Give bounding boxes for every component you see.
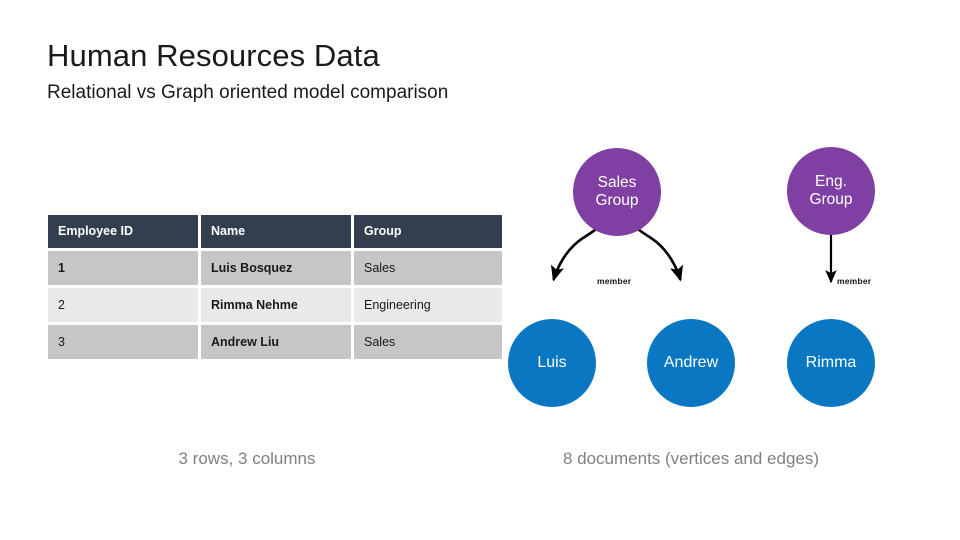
vertex-sales-group[interactable] <box>573 148 661 236</box>
cell-employee-id: 1 <box>48 251 198 285</box>
edge-label-member-eng: member <box>837 276 872 286</box>
cell-name: Luis Bosquez <box>201 251 351 285</box>
vertex-andrew[interactable] <box>647 319 735 407</box>
cell-group: Engineering <box>354 288 502 322</box>
caption-relational: 3 rows, 3 columns <box>178 449 316 468</box>
employee-table: Employee ID Name Group 1 Luis Bosquez Sa… <box>45 212 505 362</box>
vertex-eng-group[interactable] <box>787 147 875 235</box>
vertex-luis[interactable] <box>508 319 596 407</box>
cell-employee-id: 3 <box>48 325 198 359</box>
vertex-rimma[interactable] <box>787 319 875 407</box>
caption-graph: 8 documents (vertices and edges) <box>562 449 820 468</box>
cell-name: Rimma Nehme <box>201 288 351 322</box>
cell-group: Sales <box>354 251 502 285</box>
cell-name: Andrew Liu <box>201 325 351 359</box>
graph-diagram: Sales Group Eng. Group Luis Andrew Rimma… <box>480 130 940 430</box>
table-row: 3 Andrew Liu Sales <box>48 325 502 359</box>
column-header-employee-id: Employee ID <box>48 215 198 248</box>
page-title: Human Resources Data <box>47 38 380 73</box>
table-row: 2 Rimma Nehme Engineering <box>48 288 502 322</box>
page-subtitle: Relational vs Graph oriented model compa… <box>47 82 449 103</box>
graph-canvas <box>508 147 875 407</box>
edge-label-member-sales: member <box>597 276 632 286</box>
column-header-name: Name <box>201 215 351 248</box>
cell-group: Sales <box>354 325 502 359</box>
column-header-group: Group <box>354 215 502 248</box>
table-header-row: Employee ID Name Group <box>48 215 502 248</box>
cell-employee-id: 2 <box>48 288 198 322</box>
table-row: 1 Luis Bosquez Sales <box>48 251 502 285</box>
